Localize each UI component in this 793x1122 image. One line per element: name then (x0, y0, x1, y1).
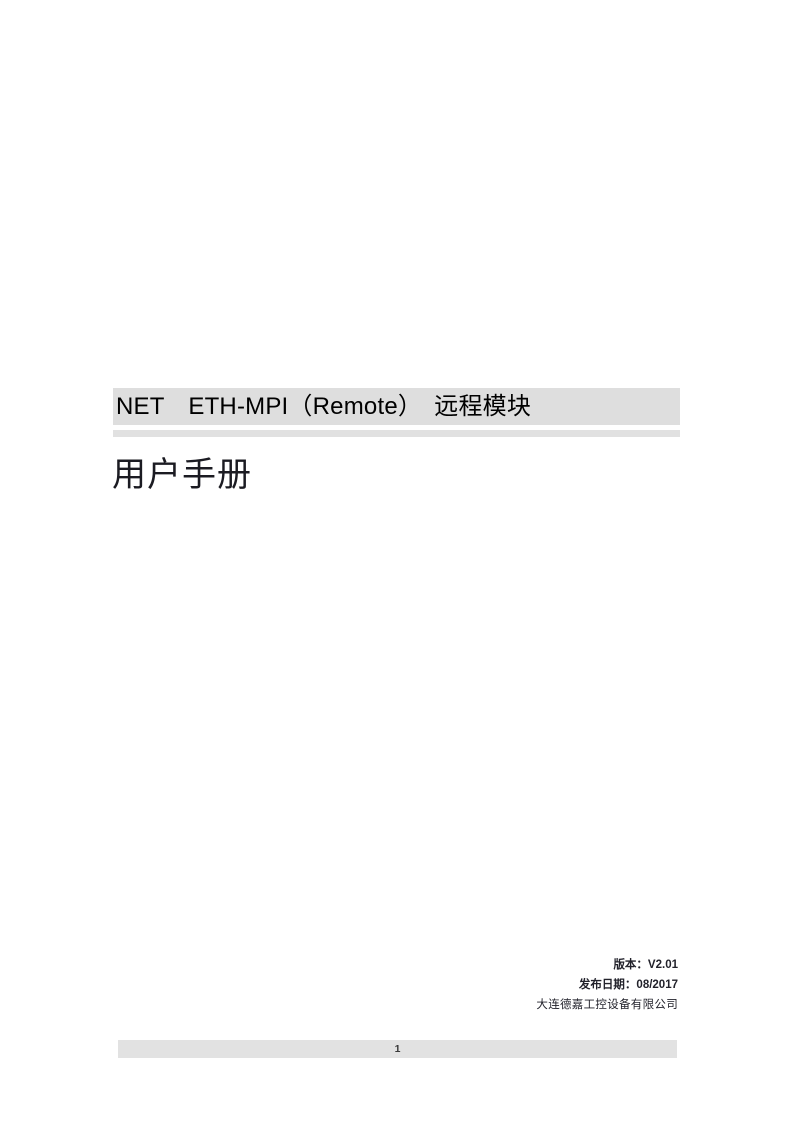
release-date-line: 发布日期：08/2017 (578, 979, 678, 991)
footer-bar: 1 (118, 1040, 677, 1058)
version-line: 版本：V2.01 (613, 959, 678, 971)
title-separator-rule (113, 430, 680, 437)
page-number: 1 (394, 1043, 401, 1055)
imprint-block: 版本：V2.01 发布日期：08/2017 大连德嘉工控设备有限公司 (378, 955, 678, 1015)
cover-title-block: NET ETH-MPI（Remote） 远程模块 (113, 388, 680, 425)
page-subtitle: 用户手册 (112, 457, 252, 494)
company-name-line: 大连德嘉工控设备有限公司 (536, 999, 678, 1011)
page-title: NET ETH-MPI（Remote） 远程模块 (113, 388, 680, 425)
